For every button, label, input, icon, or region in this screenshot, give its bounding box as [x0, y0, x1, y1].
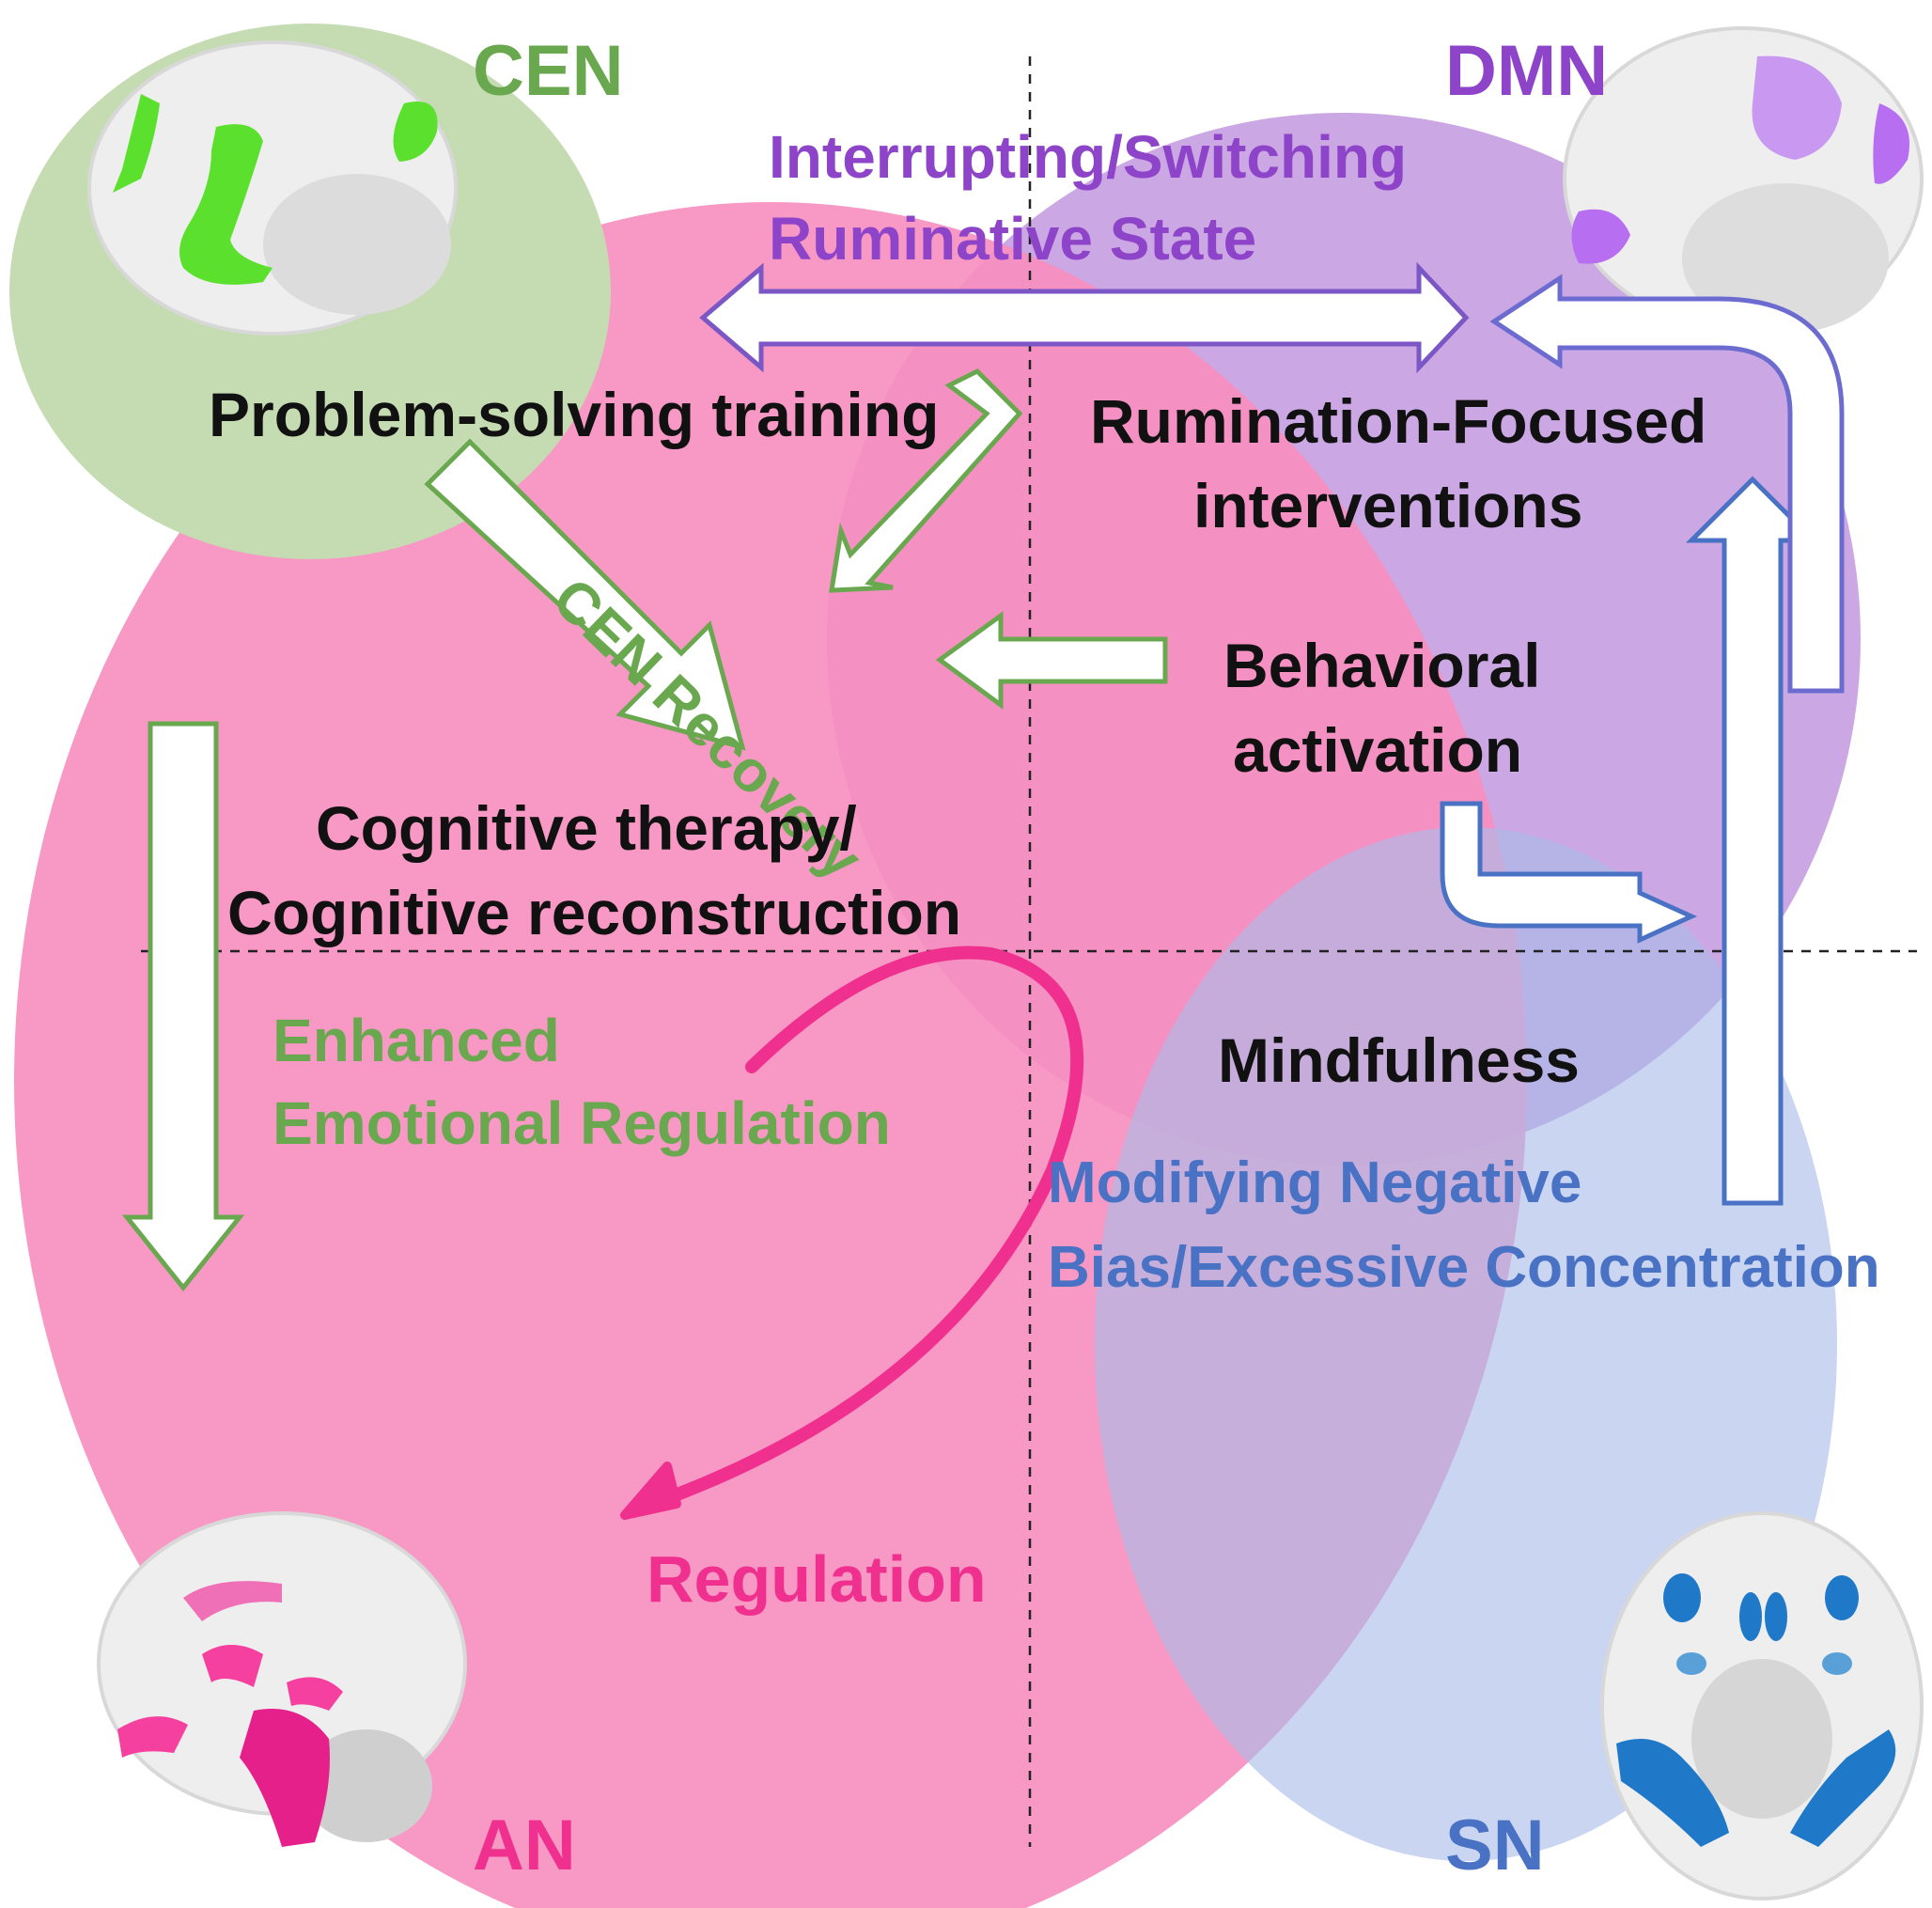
behavioral-to-sn-arrow: [1440, 801, 1698, 944]
interventions-label: interventions: [1193, 471, 1583, 540]
regulation-arrowhead: [620, 1462, 681, 1520]
interrupting-switching-label: Interrupting/Switching: [769, 123, 1408, 191]
cen-recovery-chevron: [829, 368, 1023, 593]
problem-solving-to-cognitive-arrow: [424, 438, 746, 751]
bias-concentration-label: Bias/Excessive Concentration: [1048, 1235, 1880, 1300]
enhanced-regulation-arrow: [121, 721, 245, 1292]
sn-brain-icon: [1600, 1511, 1924, 1900]
problem-solving-training-label: Problem-solving training: [209, 380, 940, 449]
mindfulness-label: Mindfulness: [1218, 1025, 1581, 1095]
cen-label: CEN: [473, 31, 624, 111]
dmn-return-arrow: [1489, 274, 1845, 694]
ruminative-state-label: Ruminative State: [769, 205, 1257, 273]
regulation-label: Regulation: [647, 1542, 987, 1616]
behavioral-to-cen-arrow: [935, 611, 1168, 710]
an-label: AN: [473, 1806, 576, 1885]
dmn-brain-icon: [1563, 26, 1924, 334]
modifying-negative-label: Modifying Negative: [1048, 1150, 1582, 1215]
behavioral-label: Behavioral: [1223, 631, 1541, 700]
regulation-curve-arrow: [632, 946, 1084, 1515]
an-brain-icon: [97, 1511, 467, 1847]
dmn-label: DMN: [1445, 31, 1609, 111]
enhanced-label: Enhanced: [273, 1007, 560, 1074]
sn-label: SN: [1445, 1806, 1545, 1885]
emotional-regulation-label: Emotional Regulation: [273, 1089, 891, 1157]
rumination-focused-label: Rumination-Focused: [1090, 386, 1707, 456]
activation-label: activation: [1233, 715, 1523, 785]
cognitive-therapy-label: Cognitive therapy/: [316, 793, 857, 863]
cen-brain-icon: [87, 40, 458, 336]
interrupting-switching-arrow: [699, 261, 1470, 374]
mindfulness-up-arrow: [1685, 476, 1820, 1206]
cognitive-reconstruction-label: Cognitive reconstruction: [227, 878, 962, 947]
